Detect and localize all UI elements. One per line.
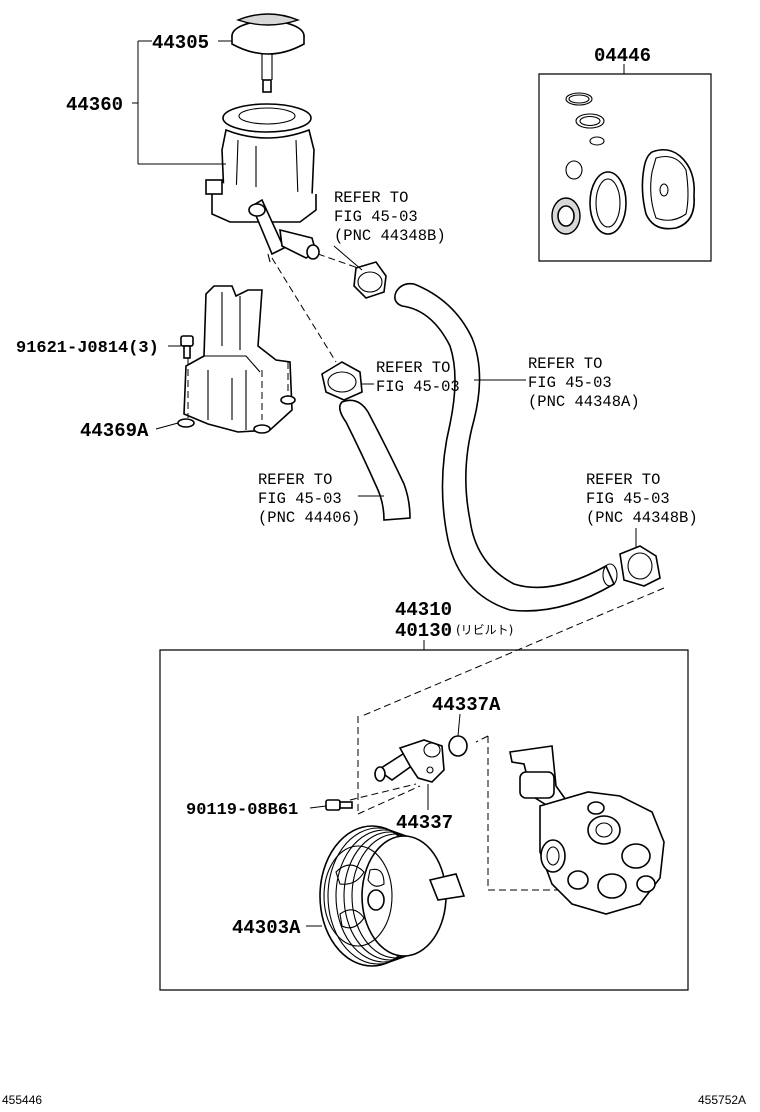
refer-top-line3: (PNC 44348B) [334,227,446,245]
part-number-44337: 44337 [396,812,453,834]
refer-block-right: REFER TO FIG 45-03 (PNC 44348B) [586,471,698,548]
reservoir-cap-illustration [231,13,305,93]
part-number-91621-j0814: 91621-J0814(3) [16,339,159,358]
refer-top-line2: FIG 45-03 [334,208,418,226]
refer-mid-line2: FIG 45-03 [376,378,460,396]
refer-block-middle: REFER TO FIG 45-03 [362,359,460,396]
bolt-91621-illustration [180,335,194,359]
refer-right-line1: REFER TO [586,471,660,489]
part-number-44303a: 44303A [232,917,301,939]
part-number-90119-08b61: 90119-08B61 [186,801,298,820]
dashed-guide-pump-inlet [349,716,560,891]
refer-left-line3: (PNC 44406) [258,509,360,527]
footer-left-code: 455446 [2,1093,42,1107]
bolt-90119-illustration [325,799,353,811]
part-number-40130: 40130 [395,620,452,642]
leader-44369a [155,422,179,430]
refer-left-line1: REFER TO [258,471,332,489]
hose-left-illustration [338,399,411,521]
dashed-guide-reservoir-outlet [317,253,359,269]
refer-left-line2: FIG 45-03 [258,490,342,508]
refer-hose-line1: REFER TO [528,355,602,373]
refer-right-line3: (PNC 44348B) [586,509,698,527]
pump-body-illustration [509,745,665,915]
pump-assembly-box [159,649,689,991]
union-44337-illustration [374,739,445,783]
refer-mid-line1: REFER TO [376,359,450,377]
leader-44337a [457,713,461,737]
dashed-guide-reservoir-to-clamp [271,257,337,363]
clamp-right-illustration [619,545,661,587]
bracket-illustration [177,285,296,434]
gasket-kit-illustration [551,92,696,235]
part-number-04446: 04446 [594,45,651,67]
oring-44337a-illustration [448,735,468,757]
clamp-upper-illustration [353,261,387,299]
footer-right-code: 455752A [698,1093,746,1107]
leader-44305-44360 [132,40,232,165]
refer-top-line1: REFER TO [334,189,408,207]
reservoir-tank-illustration [205,103,320,263]
refer-hose-line2: FIG 45-03 [528,374,612,392]
clamp-middle-illustration [321,361,363,401]
pulley-illustration [319,825,466,967]
part-number-44305: 44305 [152,32,209,54]
rebuilt-note: (リビルト) [456,623,513,637]
refer-block-hose: REFER TO FIG 45-03 (PNC 44348A) [474,355,640,411]
hose-pressure-illustration [394,282,618,612]
refer-block-left: REFER TO FIG 45-03 (PNC 44406) [258,471,384,527]
gasket-kit-box [538,73,712,262]
refer-right-line2: FIG 45-03 [586,490,670,508]
leader-90119 [309,805,327,809]
refer-block-top: REFER TO FIG 45-03 (PNC 44348B) [333,189,446,271]
part-number-44369a: 44369A [80,420,149,442]
refer-hose-line3: (PNC 44348A) [528,393,640,411]
part-number-44337a: 44337A [432,694,501,716]
part-number-44360: 44360 [66,94,123,116]
part-number-44310: 44310 [395,599,452,621]
